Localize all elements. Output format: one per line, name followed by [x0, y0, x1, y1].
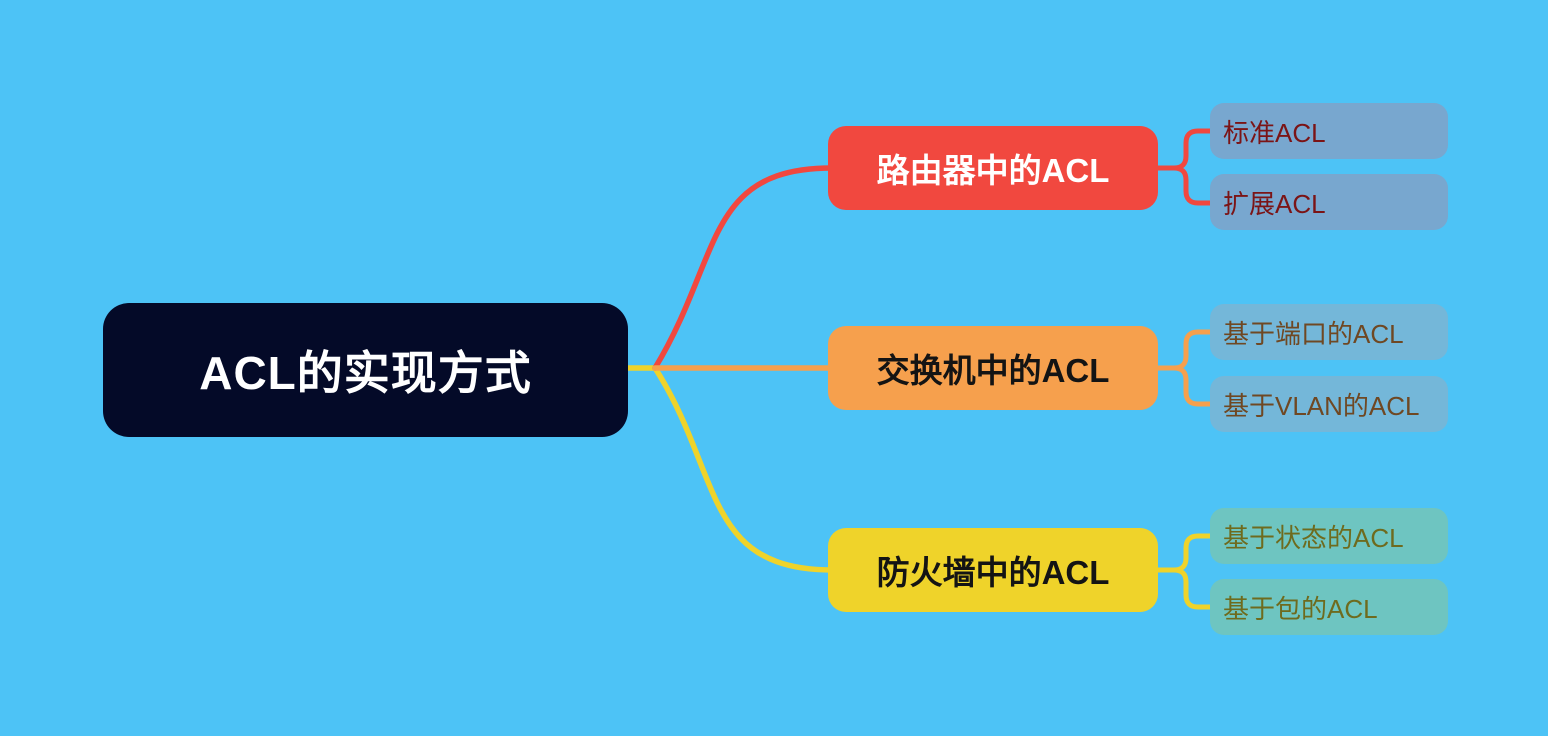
child-node-label: 基于VLAN的ACL	[1223, 390, 1420, 421]
child-node-packet-based-acl[interactable]: 基于包的ACL	[1210, 579, 1448, 635]
branch-node-router-acl[interactable]: 路由器中的ACL	[828, 126, 1158, 210]
child-node-state-based-acl[interactable]: 基于状态的ACL	[1210, 508, 1448, 564]
branch-node-label: 交换机中的ACL	[876, 352, 1110, 389]
child-node-label: 基于包的ACL	[1223, 593, 1378, 624]
child-node-label: 标准ACL	[1223, 117, 1326, 148]
branch-node-firewall-acl[interactable]: 防火墙中的ACL	[828, 528, 1158, 612]
branch-node-switch-acl[interactable]: 交换机中的ACL	[828, 326, 1158, 410]
connector-root-router	[652, 165, 835, 371]
branch-node-label: 路由器中的ACL	[876, 152, 1110, 189]
connector-firewall-children	[1154, 533, 1213, 610]
child-node-label: 基于端口的ACL	[1223, 318, 1404, 349]
root-node-acl-implementation[interactable]: ACL的实现方式	[103, 303, 628, 437]
branch-node-label: 防火墙中的ACL	[876, 554, 1110, 591]
child-node-port-based-acl[interactable]: 基于端口的ACL	[1210, 304, 1448, 360]
root-node-label: ACL的实现方式	[199, 347, 532, 399]
child-node-label: 扩展ACL	[1223, 188, 1326, 219]
child-node-standard-acl[interactable]: 标准ACL	[1210, 103, 1448, 159]
child-node-extended-acl[interactable]: 扩展ACL	[1210, 174, 1448, 230]
connector-root-firewall	[625, 365, 835, 573]
child-node-vlan-based-acl[interactable]: 基于VLAN的ACL	[1210, 376, 1448, 432]
connector-switch-children	[1154, 329, 1213, 407]
connector-router-children	[1154, 128, 1213, 206]
child-node-label: 基于状态的ACL	[1223, 522, 1404, 553]
